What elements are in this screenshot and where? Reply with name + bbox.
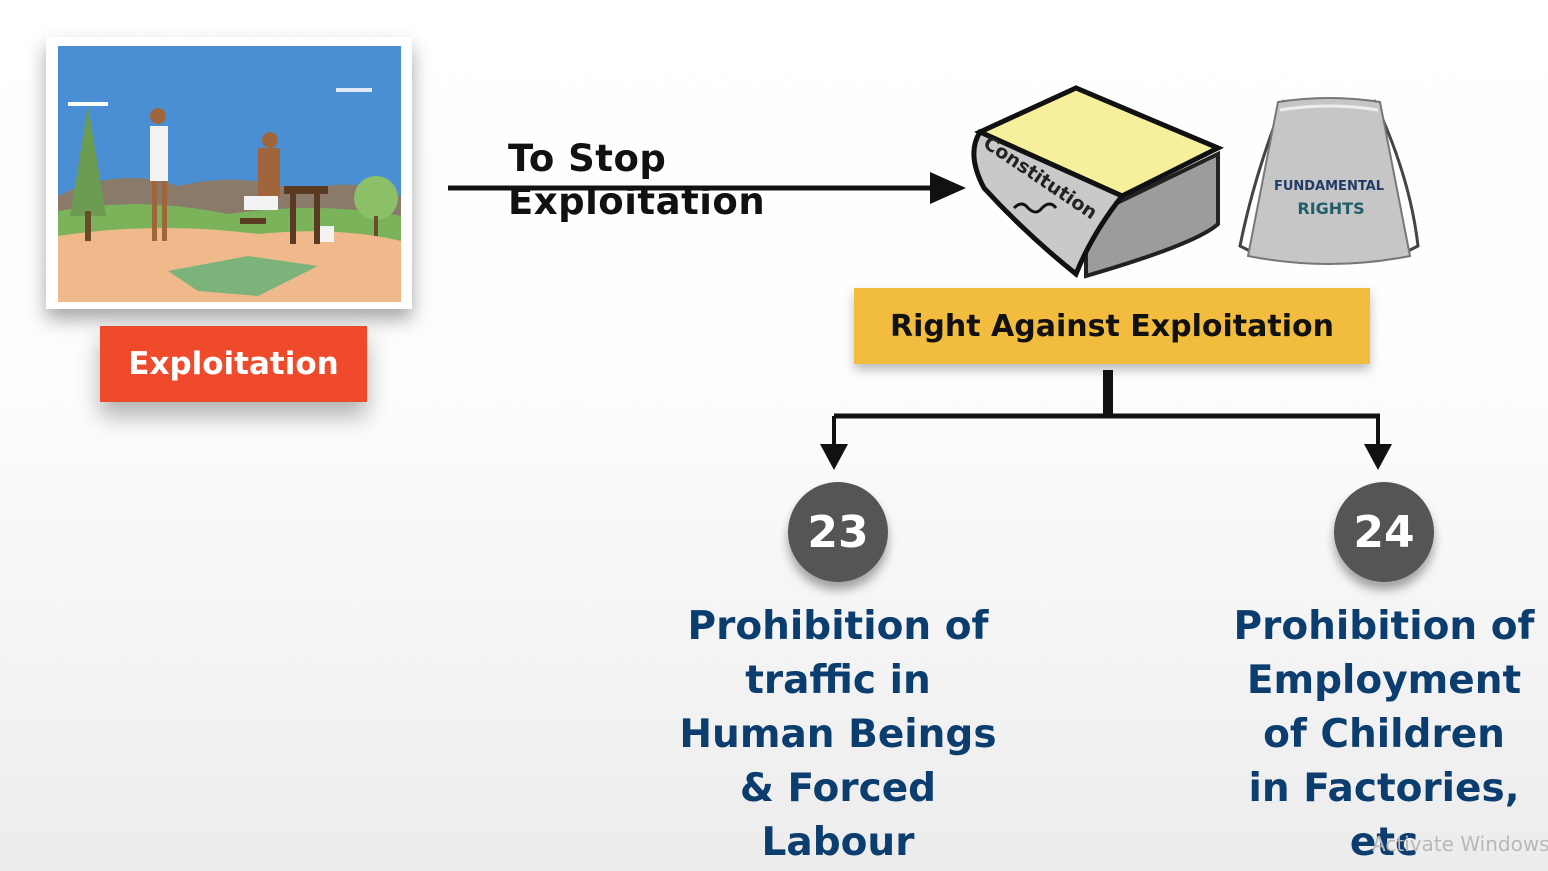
bag-label-line1: FUNDAMENTAL <box>1274 179 1384 194</box>
activate-windows-watermark: Activate Windows <box>1372 832 1548 856</box>
exploitation-badge: Exploitation <box>100 326 367 402</box>
down-arrow-icon <box>820 444 848 470</box>
desc-line: Labour <box>761 820 915 865</box>
article-23-description: Prohibition of traffic in Human Beings &… <box>658 600 1018 870</box>
desc-line: Human Beings <box>679 712 997 757</box>
article-24-description: Prohibition of Employment of Children in… <box>1204 600 1548 870</box>
article-23-circle: 23 <box>788 482 888 582</box>
right-against-exploitation-box: Right Against Exploitation <box>854 288 1370 364</box>
branch-connectors <box>820 370 1392 470</box>
bag-label-line2: RIGHTS <box>1297 199 1364 218</box>
right-arrow-icon <box>448 172 966 204</box>
exploitation-illustration <box>46 37 412 309</box>
article-24-circle: 24 <box>1334 482 1434 582</box>
fundamental-rights-bag-icon: FUNDAMENTAL RIGHTS <box>1238 97 1420 265</box>
desc-line: Prohibition of <box>1233 604 1535 649</box>
desc-line: Prohibition of <box>687 604 989 649</box>
desc-line: Employment <box>1246 658 1522 703</box>
desc-line: traffic in <box>745 658 931 703</box>
down-arrow-icon <box>1364 444 1392 470</box>
constitution-book-icon: Constitution <box>971 85 1224 279</box>
desc-line: & Forced <box>739 766 937 811</box>
desc-line: etc <box>1349 820 1419 865</box>
desc-line: of Children <box>1263 712 1505 757</box>
desc-line: in Factories, <box>1248 766 1520 811</box>
laborers-scene-image <box>58 46 401 302</box>
